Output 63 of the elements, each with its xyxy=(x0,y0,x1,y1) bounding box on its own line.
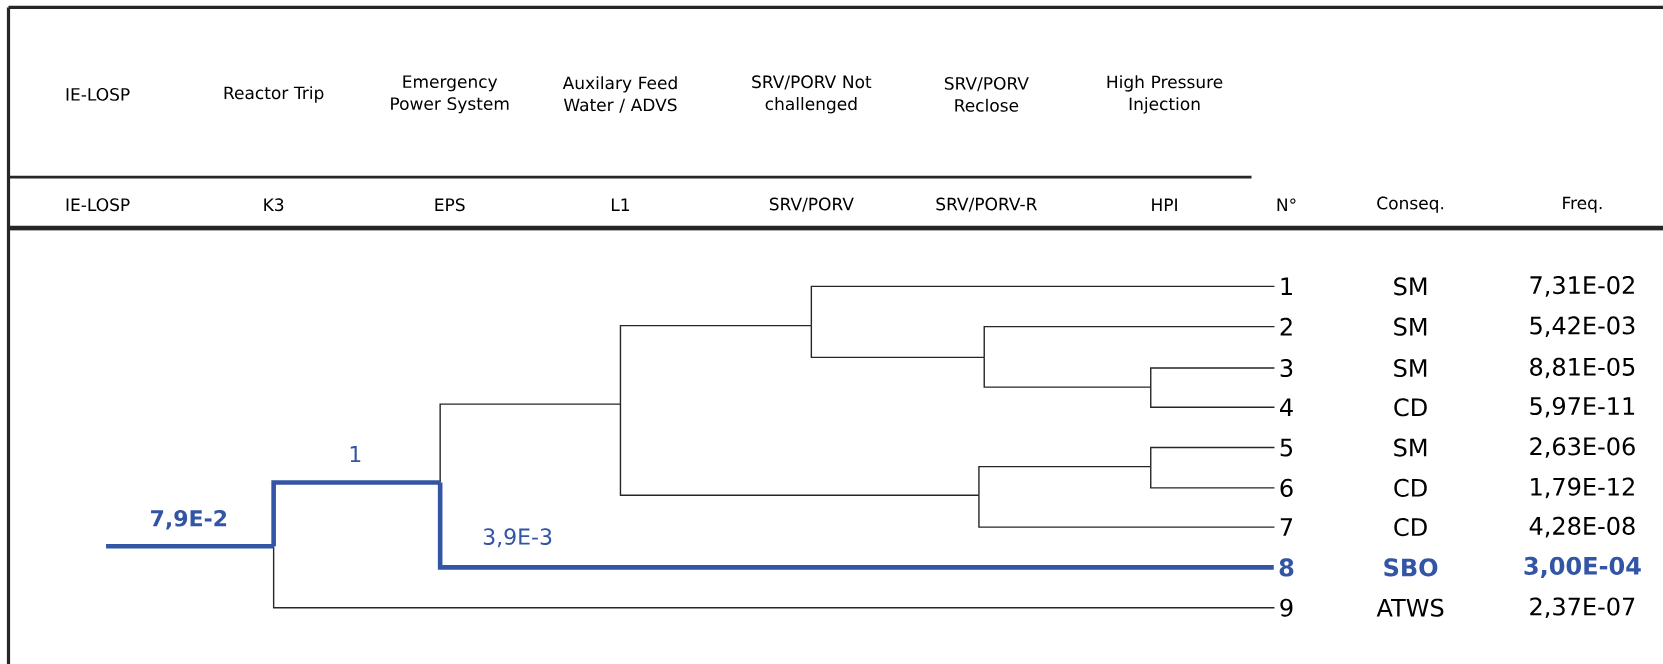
column-header: SRV/PORV-R xyxy=(936,197,1037,212)
edge-label: 3,9E-3 xyxy=(480,526,555,550)
branch-line xyxy=(810,285,1276,327)
branch-line xyxy=(1150,466,1276,489)
sequence-number: 1 xyxy=(1281,277,1292,296)
branch-line xyxy=(439,403,622,484)
sequence-number: 8 xyxy=(1279,558,1294,577)
column-header: IE-LOSP xyxy=(66,198,130,212)
table-cell: CD xyxy=(1394,398,1427,417)
probability-label: 7,9E-2 xyxy=(151,510,227,530)
column-header: Emergency Power System xyxy=(391,75,509,114)
table-cell: 7,31E-02 xyxy=(1530,276,1634,297)
branch-line xyxy=(978,466,1152,497)
column-header: K3 xyxy=(264,198,284,212)
column-header: EPS xyxy=(435,198,465,212)
branch-line xyxy=(978,494,1276,528)
sequence-number: 3 xyxy=(1280,359,1293,378)
table-cell: 5,97E-11 xyxy=(1530,397,1635,418)
column-header: SRV/PORV Not challenged xyxy=(752,75,872,114)
table-cell: 5,42E-03 xyxy=(1530,316,1635,337)
table-cell: CD xyxy=(1394,518,1427,537)
table-cell: 3,00E-04 xyxy=(1524,556,1641,579)
column-header: Reactor Trip xyxy=(224,86,324,103)
sequence-number: 4 xyxy=(1280,398,1293,417)
branch-line xyxy=(983,356,1152,388)
table-cell: SBO xyxy=(1384,558,1438,577)
column-header: SRV/PORV Reclose xyxy=(944,77,1029,112)
table-cell: SM xyxy=(1394,317,1427,336)
table-cell: SM xyxy=(1394,359,1427,378)
branch-line xyxy=(1150,367,1276,388)
table-cell: CD xyxy=(1394,478,1427,497)
branch-line xyxy=(810,324,985,359)
sequence-number: 5 xyxy=(1280,438,1293,457)
sequence-number: 7 xyxy=(1280,518,1293,536)
column-header: Conseq. xyxy=(1377,196,1444,213)
sequence-number: 6 xyxy=(1280,478,1293,497)
column-header: HPI xyxy=(1152,198,1177,211)
column-header: Freq. xyxy=(1563,196,1602,213)
probability-label: 1 xyxy=(350,445,361,462)
column-header: N° xyxy=(1277,198,1296,212)
table-cell: 1,79E-12 xyxy=(1531,477,1634,499)
column-header: IE-LOSP xyxy=(66,88,130,101)
table-cell: 2,37E-07 xyxy=(1530,597,1635,619)
branch-line xyxy=(106,543,274,549)
table-cell: 8,81E-05 xyxy=(1530,357,1635,379)
table-cell: SM xyxy=(1394,277,1427,296)
branch-line xyxy=(437,482,1274,570)
column-header: High Pressure Injection xyxy=(1107,75,1223,114)
table-cell: 2,63E-06 xyxy=(1530,437,1635,458)
sequence-number: 9 xyxy=(1280,598,1293,617)
branch-line xyxy=(271,480,441,547)
branch-line xyxy=(619,324,813,405)
column-header: SRV/PORV xyxy=(769,197,854,212)
sequence-number: 2 xyxy=(1280,317,1292,336)
branch-line xyxy=(983,326,1276,359)
table-cell: 4,28E-08 xyxy=(1529,516,1635,538)
branch-line xyxy=(1150,386,1276,408)
column-header: Auxilary Feed Water / ADVS xyxy=(562,76,677,113)
branch-line xyxy=(619,403,980,497)
table-cell: SM xyxy=(1394,438,1427,457)
table-cell: ATWS xyxy=(1376,598,1444,617)
column-header: L1 xyxy=(611,198,630,211)
branch-line xyxy=(1150,446,1276,468)
